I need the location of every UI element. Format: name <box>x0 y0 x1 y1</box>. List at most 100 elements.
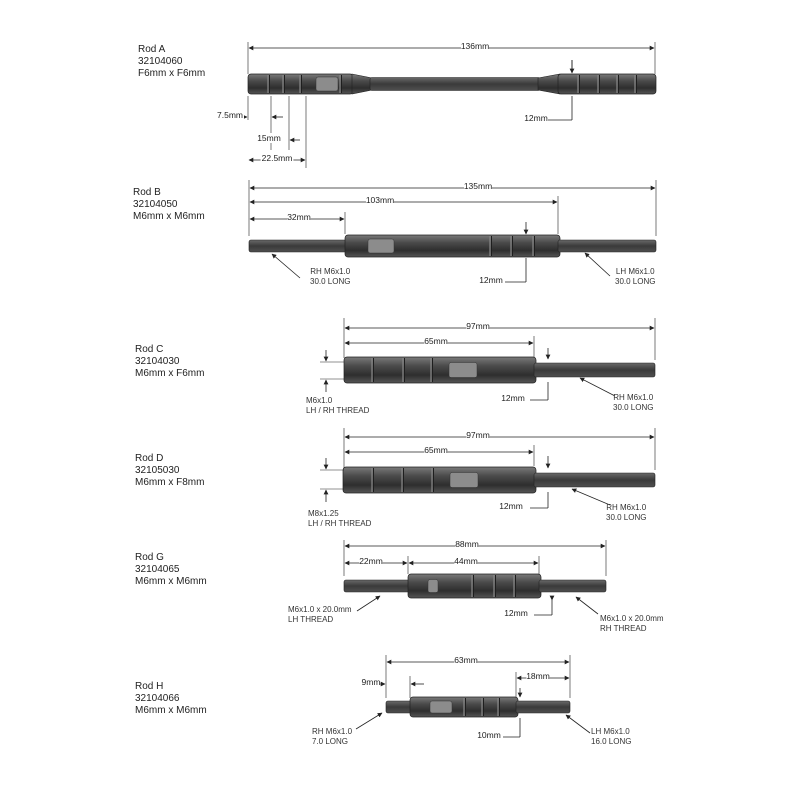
rod-b-left-thread-line2: 30.0 LONG <box>310 277 351 286</box>
rod-a-d1-text: 7.5mm <box>217 110 243 120</box>
rod-h-left-thread-arrow <box>355 712 383 730</box>
rod-h-overall-text-bg <box>454 655 478 665</box>
rod-a-left-taper <box>351 73 373 95</box>
rod-a-d3-text-bg <box>260 153 294 163</box>
rod-h-part: 32104066 <box>135 693 180 704</box>
rod-a-d2-text-bg <box>257 133 281 143</box>
rod-d-ends: M6mm x F8mm <box>135 477 205 488</box>
rod-a-dia-text-bg <box>524 113 548 123</box>
rod-b-left-thread <box>248 239 348 253</box>
rod-d-label: Rod D 32105030 M6mm x F8mm <box>135 453 204 489</box>
rod-d-dia-text: 12mm <box>499 501 523 511</box>
rod-c-wrench-flat <box>448 362 478 378</box>
rod-c-label: Rod C 32104030 M6mm x F6mm <box>135 344 204 380</box>
rod-g-ends: M6mm x M6mm <box>135 576 207 587</box>
rod-c-part: 32104030 <box>135 356 180 367</box>
rod-h-dia-text-bg <box>477 730 501 740</box>
rod-b-overall-text: 135mm <box>464 181 492 191</box>
rod-h-right-thread-line1: LH M6x1.0 <box>591 727 630 736</box>
rod-b-wrench-flat <box>367 238 395 254</box>
rod-d-right-thread <box>533 472 656 488</box>
rod-h-ends: M6mm x M6mm <box>135 705 207 716</box>
rod-g-left-thread-line1: M6x1.0 x 20.0mm <box>288 605 352 614</box>
rod-d-overall-text: 97mm <box>466 430 490 440</box>
rod-c-body <box>343 356 537 384</box>
rod-b-name: Rod B <box>133 187 161 198</box>
rod-g-left-thread-line2: LH THREAD <box>288 615 334 624</box>
rod-h-right-thread-label: LH M6x1.0 16.0 LONG <box>591 727 631 747</box>
rod-c-body-text-bg <box>424 336 448 346</box>
rod-c-ends: M6mm x F6mm <box>135 368 205 379</box>
rod-d-left-thread-line1: M8x1.25 <box>308 509 339 518</box>
rod-c-right-thread-label: RH M6x1.0 30.0 LONG <box>613 393 653 413</box>
rod-g-right-thread <box>538 579 607 593</box>
rod-a-overall-text-bg <box>461 41 489 51</box>
rod-g-right-thread-arrow <box>575 596 599 615</box>
rod-g-dia-text-bg <box>504 608 528 618</box>
rod-g-dia-text: 12mm <box>504 608 528 618</box>
rod-g-overall-text-bg <box>455 539 479 549</box>
rod-g-label: Rod G 32104065 M6mm x M6mm <box>135 552 207 588</box>
rod-b-ends: M6mm x M6mm <box>133 211 205 222</box>
rod-b-left-thread-arrow <box>271 253 301 279</box>
rod-g-short-text-bg <box>359 556 383 566</box>
rod-a-d3-text: 22.5mm <box>262 153 293 163</box>
rod-h-right-thread-line2: 16.0 LONG <box>591 737 632 746</box>
rod-a-d1-text-bg <box>216 110 244 120</box>
rod-b-part: 32104050 <box>133 199 178 210</box>
drawing-layer: 136mm12mm7.5mm15mm22.5mm135mm103mm32mm12… <box>216 41 657 740</box>
rod-a-d2-text: 15mm <box>257 133 281 143</box>
rod-b-mid-text-bg <box>366 195 394 205</box>
rod-a-overall-text: 136mm <box>461 41 489 51</box>
rod-c-left-thread-line2: LH / RH THREAD <box>306 406 370 415</box>
rod-d-body-text-bg <box>424 445 448 455</box>
rod-h-left-thread-label: RH M6x1.0 7.0 LONG <box>312 727 352 747</box>
rod-d-left-thread-label: M8x1.25 LH / RH THREAD <box>308 509 371 529</box>
rod-d-right-thread-line2: 30.0 LONG <box>606 513 647 522</box>
rod-c-body-text: 65mm <box>424 336 448 346</box>
rod-h-right-text: 18mm <box>526 671 550 681</box>
rod-g-part: 32104065 <box>135 564 180 575</box>
rod-d-right-thread-line1: RH M6x1.0 <box>606 503 647 512</box>
rod-a-label: Rod A 32104060 F6mm x F6mm <box>138 44 205 80</box>
rod-h-left-thread-line2: 7.0 LONG <box>312 737 349 746</box>
rod-d-left-thread-line2: LH / RH THREAD <box>308 519 372 528</box>
rod-h-name: Rod H <box>135 681 164 692</box>
rod-c-right-thread-line2: 30.0 LONG <box>613 403 654 412</box>
rod-g-left-thread-arrow <box>356 595 381 612</box>
rod-h-wrench-flat <box>429 700 453 714</box>
rod-c-dia-text-bg <box>501 393 525 403</box>
rod-h-overall-text: 63mm <box>454 655 478 665</box>
rod-h-left-thread-line1: RH M6x1.0 <box>312 727 353 736</box>
rod-h-label: Rod H 32104066 M6mm x M6mm <box>135 681 207 717</box>
rod-a-wrench-flat <box>315 76 339 92</box>
rod-d-right-thread-arrow <box>571 488 611 506</box>
rod-b-dia-text: 12mm <box>479 275 503 285</box>
rod-c-overall-text: 97mm <box>466 321 490 331</box>
rod-g-name: Rod G <box>135 552 164 563</box>
rod-g-wrench-flat <box>427 579 439 593</box>
rod-c-left-thread-label: M6x1.0 LH / RH THREAD <box>306 396 369 416</box>
rod-h-right-thread-arrow <box>565 714 591 734</box>
rod-a-name: Rod A <box>138 44 166 55</box>
rod-h-right-thread <box>515 700 571 714</box>
rod-b-dia-text-bg <box>479 275 503 285</box>
rod-a-dia-text: 12mm <box>524 113 548 123</box>
rod-d-wrench-flat <box>449 472 479 488</box>
rod-b-mid-text: 103mm <box>366 195 394 205</box>
rod-h-short-text: 9mm <box>362 677 381 687</box>
rod-c-right-thread <box>533 362 656 378</box>
rod-c-right-thread-arrow <box>579 377 616 397</box>
rod-h-right-text-bg <box>526 671 550 681</box>
rod-g-body-text-bg <box>454 556 478 566</box>
rod-c-dia-text: 12mm <box>501 393 525 403</box>
rod-h-left-thread <box>385 700 413 714</box>
rod-g-left-thread-label: M6x1.0 x 20.0mm LH THREAD <box>288 605 352 625</box>
rod-g-right-thread-line1: M6x1.0 x 20.0mm <box>600 614 664 623</box>
rod-g-short-text: 22mm <box>359 556 383 566</box>
rod-h-short-text-bg <box>361 677 381 687</box>
rod-a-part: 32104060 <box>138 56 183 67</box>
rod-d-body-text: 65mm <box>424 445 448 455</box>
rod-b-right-thread-line2: 30.0 LONG <box>615 277 656 286</box>
